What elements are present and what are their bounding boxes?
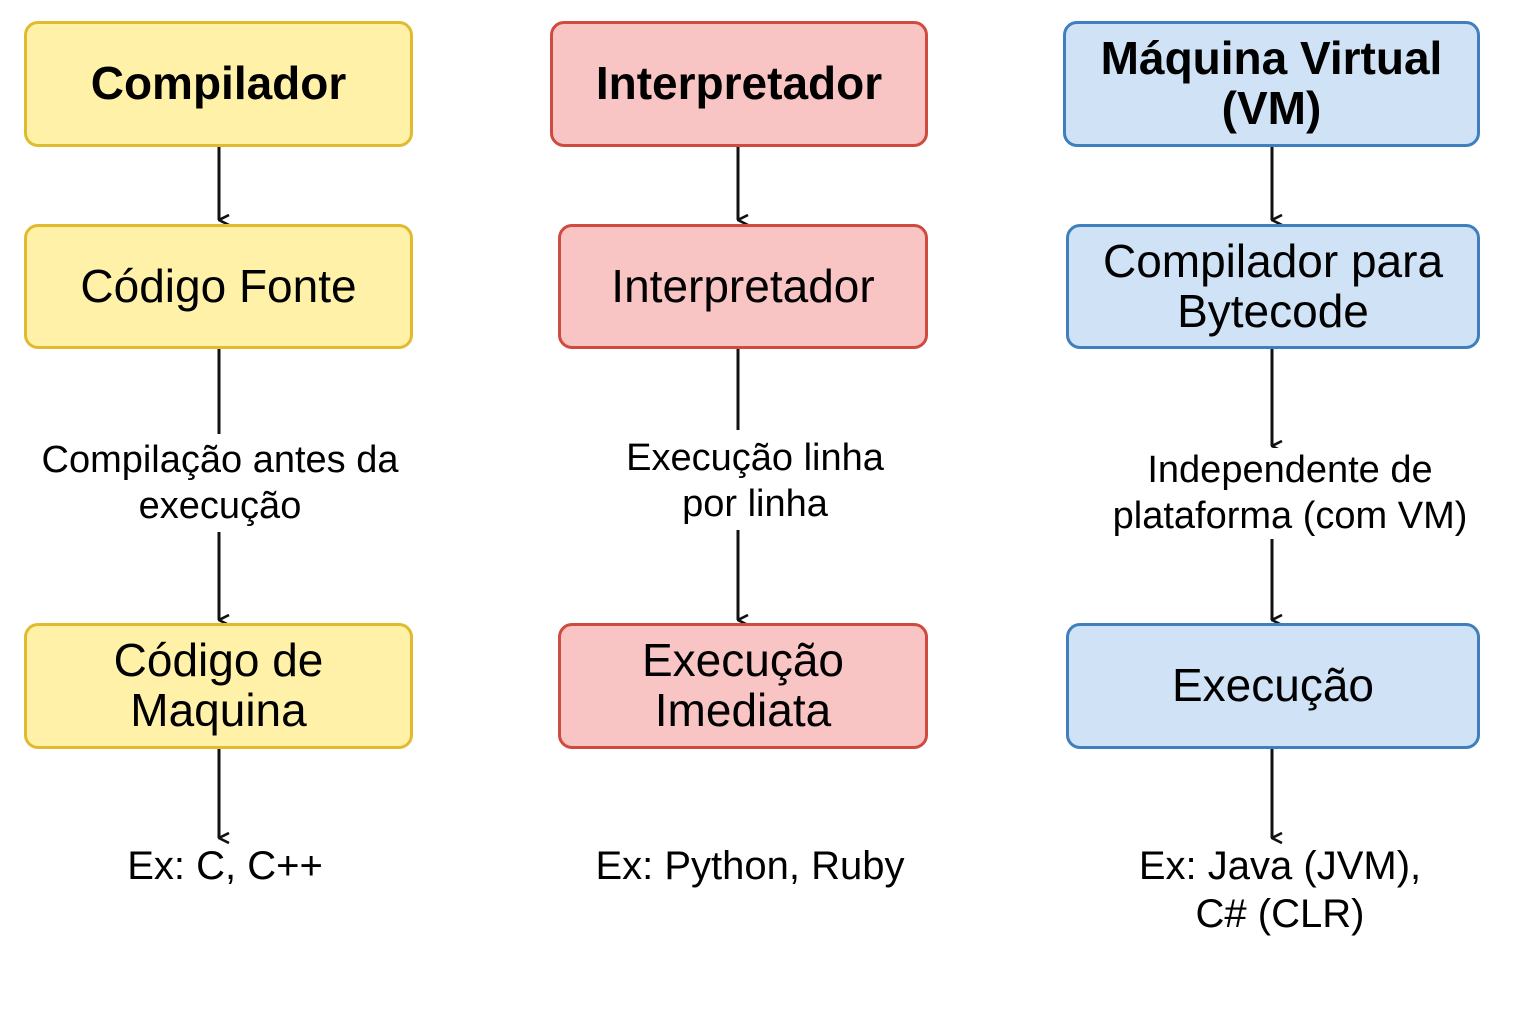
independente-plataforma-note: Independente de plataforma (com VM) — [1090, 448, 1490, 540]
interpretador-example-text: Ex: Python, Ruby — [595, 844, 905, 888]
vm-example-text: Ex: Java (JVM), C# (CLR) — [1138, 844, 1422, 936]
interpretador-example: Ex: Python, Ruby — [560, 842, 940, 890]
compilacao-note: Compilação antes da execução — [20, 438, 420, 530]
compilador-bytecode-label: Compilador para Bytecode — [1102, 234, 1444, 337]
codigo-maquina-box: Código de Maquina — [24, 623, 413, 749]
interpretador-header-box: Interpretador — [550, 21, 928, 147]
vm-header-title: Máquina Virtual (VM) — [1100, 32, 1443, 134]
codigo-fonte-label: Código Fonte — [80, 259, 357, 312]
execucao-linha-note-text: Execução linha por linha — [626, 437, 884, 525]
vm-example: Ex: Java (JVM), C# (CLR) — [1110, 842, 1450, 938]
compilador-example: Ex: C, C++ — [60, 842, 390, 890]
compilador-bytecode-box: Compilador para Bytecode — [1066, 224, 1480, 349]
execucao-box: Execução — [1066, 623, 1480, 749]
compilador-header-title: Compilador — [90, 57, 347, 110]
interpretador-header-title: Interpretador — [595, 57, 883, 110]
independente-plataforma-note-text: Independente de plataforma (com VM) — [1112, 449, 1468, 537]
execucao-label: Execução — [1171, 659, 1374, 712]
interpretador-step-label: Interpretador — [611, 259, 875, 312]
execucao-imediata-label: Execução Imediata — [641, 634, 844, 736]
execucao-imediata-box: Execução Imediata — [558, 623, 928, 749]
compilador-header-box: Compilador — [24, 21, 413, 147]
codigo-fonte-box: Código Fonte — [24, 224, 413, 349]
interpretador-step-box: Interpretador — [558, 224, 928, 349]
compilacao-note-text: Compilação antes da execução — [41, 439, 399, 527]
compilador-example-text: Ex: C, C++ — [127, 844, 323, 888]
execucao-linha-note: Execução linha por linha — [605, 436, 905, 528]
vm-header-box: Máquina Virtual (VM) — [1063, 21, 1480, 147]
codigo-maquina-label: Código de Maquina — [113, 634, 324, 736]
